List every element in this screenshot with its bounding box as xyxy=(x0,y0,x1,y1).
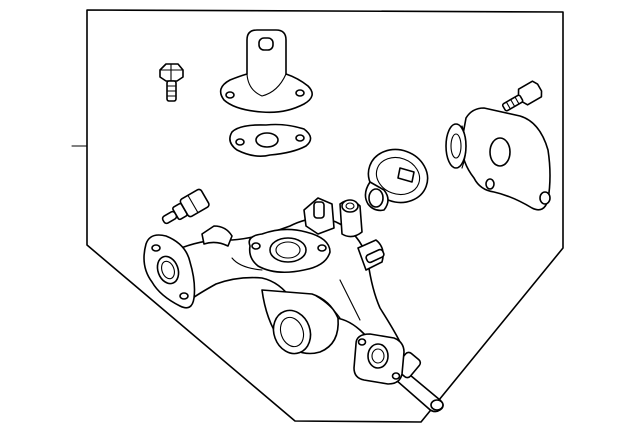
thermostat-housing-outlet[interactable] xyxy=(219,29,313,114)
water-outlet-manifold[interactable] xyxy=(143,197,405,385)
temperature-sensor[interactable] xyxy=(158,188,210,229)
thermostat[interactable] xyxy=(361,141,435,212)
outlet-gasket[interactable] xyxy=(229,123,312,157)
bolt-left[interactable] xyxy=(159,63,184,102)
bolt-right[interactable] xyxy=(500,80,545,116)
thermostat-cover[interactable] xyxy=(445,107,551,211)
diagram-frame xyxy=(71,9,564,423)
